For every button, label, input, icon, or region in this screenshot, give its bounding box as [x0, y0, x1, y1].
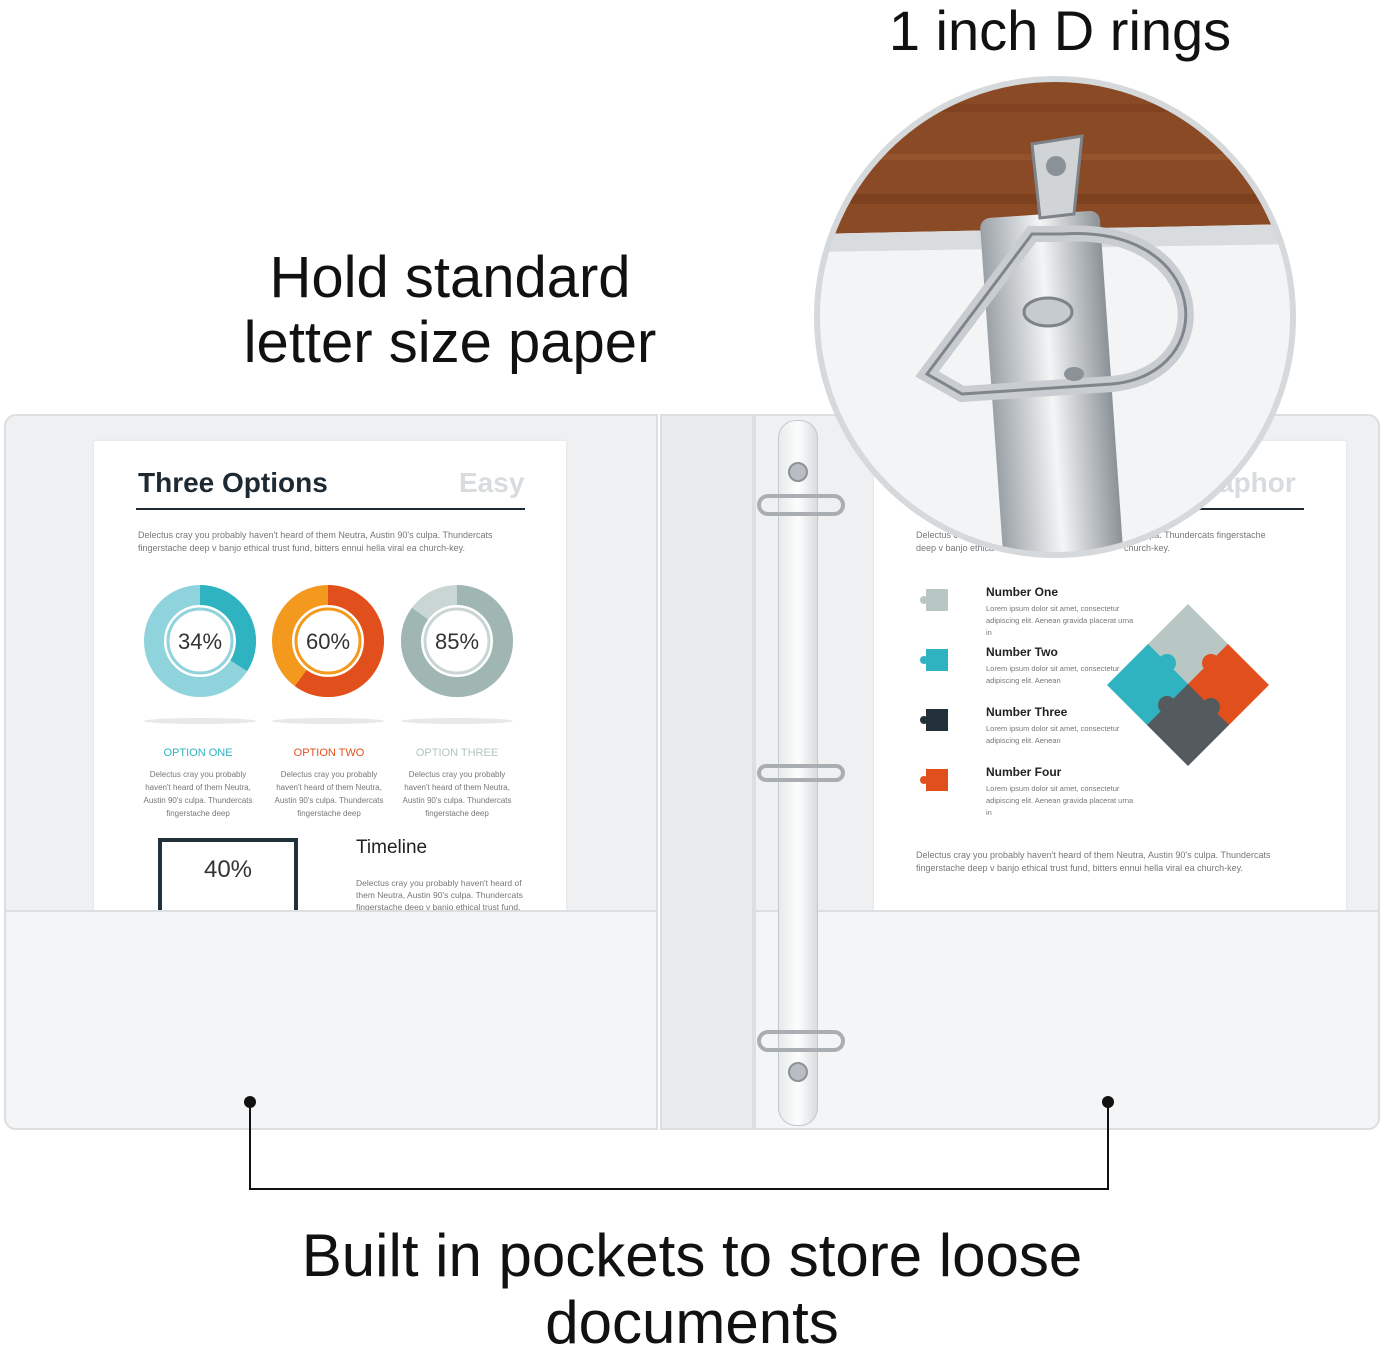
title-rule — [136, 508, 525, 510]
progress-monitor: 40% — [158, 838, 298, 921]
left-sheet: Three Options Easy Delectus cray you pro… — [94, 441, 566, 921]
paper-callout-line2: letter size paper — [243, 309, 657, 375]
left-sheet-title: Three Options — [138, 467, 328, 498]
right-title-rule — [1174, 508, 1304, 510]
option-one-label: OPTION ONE — [163, 747, 233, 759]
donut-1: 34% — [144, 585, 256, 724]
donut-label: 60% — [306, 629, 350, 654]
left-sheet-title-right: Easy — [459, 467, 525, 498]
progress-label: 40% — [203, 856, 253, 883]
binder-spine — [660, 414, 754, 1130]
ring-closeup-inset — [814, 76, 1296, 558]
ring-backplate — [778, 420, 818, 1126]
donut-value-arc — [144, 585, 256, 697]
option-two-label: OPTION TWO — [293, 747, 365, 759]
donut-shadow — [144, 718, 256, 724]
donut-shadow — [401, 718, 513, 724]
option-two-text: Delectus cray you probably haven't heard… — [274, 770, 384, 818]
donut-3: 85% — [401, 585, 513, 724]
donut-center — [423, 607, 491, 675]
left-sheet-intro: Delectus cray you probably haven't heard… — [138, 530, 493, 553]
d-ring-bottom — [757, 1030, 845, 1052]
left-pocket — [4, 910, 658, 1130]
donut-2: 60% — [272, 585, 384, 724]
list-item-title: Number Four — [986, 765, 1062, 779]
right-pocket — [754, 910, 1380, 1130]
closeup-rivet — [1022, 296, 1074, 328]
donut-center — [166, 607, 234, 675]
list-item-text: Lorem ipsum dolor sit amet, consectetur … — [986, 784, 1134, 817]
right-intro-left2: deep v banjo ethica — [916, 543, 995, 553]
list-item-text: Lorem ipsum dolor sit amet, consectetur … — [986, 664, 1120, 685]
option-one-text: Delectus cray you probably haven't heard… — [143, 770, 253, 818]
list-item-title: Number Three — [986, 705, 1068, 719]
donut-center — [294, 607, 362, 675]
pocket-bracket — [244, 1096, 1114, 1190]
puzzle-graphic — [1106, 603, 1270, 767]
list-item-text: Lorem ipsum dolor sit amet, consectetur … — [986, 724, 1120, 745]
list-item-title: Number One — [986, 585, 1059, 599]
donut-value-arc — [272, 585, 384, 697]
paper-callout: Hold standard letter size paper — [220, 245, 680, 376]
option-three-text: Delectus cray you probably haven't heard… — [402, 770, 512, 818]
d-ring-top — [757, 494, 845, 516]
rivet-bottom — [788, 1062, 808, 1082]
pockets-callout: Built in pockets to store loose document… — [301, 1222, 1083, 1356]
list-item-title: Number Two — [986, 645, 1058, 659]
puzzle-icon — [920, 589, 948, 611]
timeline-text: Delectus cray you probably haven't heard… — [356, 878, 523, 912]
rivet-top — [788, 462, 808, 482]
puzzle-icon — [920, 649, 948, 671]
puzzle-icon — [920, 709, 948, 731]
right-footer-text: Delectus cray you probably haven't heard… — [916, 850, 1271, 873]
paper-callout-line1: Hold standard — [269, 245, 631, 310]
closeup-ring-clip — [1030, 134, 1084, 220]
right-intro-right: 0's culpa. Thundercats fingerstache — [1124, 530, 1266, 540]
donut-charts: 34% 60% 85% — [144, 585, 513, 724]
timeline-title: Timeline — [356, 837, 428, 858]
donut-value-arc — [401, 585, 513, 697]
rings-callout: 1 inch D rings — [888, 0, 1232, 62]
option-three-label: OPTION THREE — [415, 747, 499, 759]
donut-label: 34% — [178, 629, 222, 654]
donut-shadow — [272, 718, 384, 724]
list-item-text: Lorem ipsum dolor sit amet, consectetur … — [986, 604, 1134, 637]
right-intro-left: Delectus c — [916, 530, 959, 540]
puzzle-icon — [920, 769, 948, 791]
donut-label: 85% — [435, 629, 479, 654]
right-intro-right2: church-key. — [1124, 543, 1170, 553]
d-ring-middle — [757, 764, 845, 782]
